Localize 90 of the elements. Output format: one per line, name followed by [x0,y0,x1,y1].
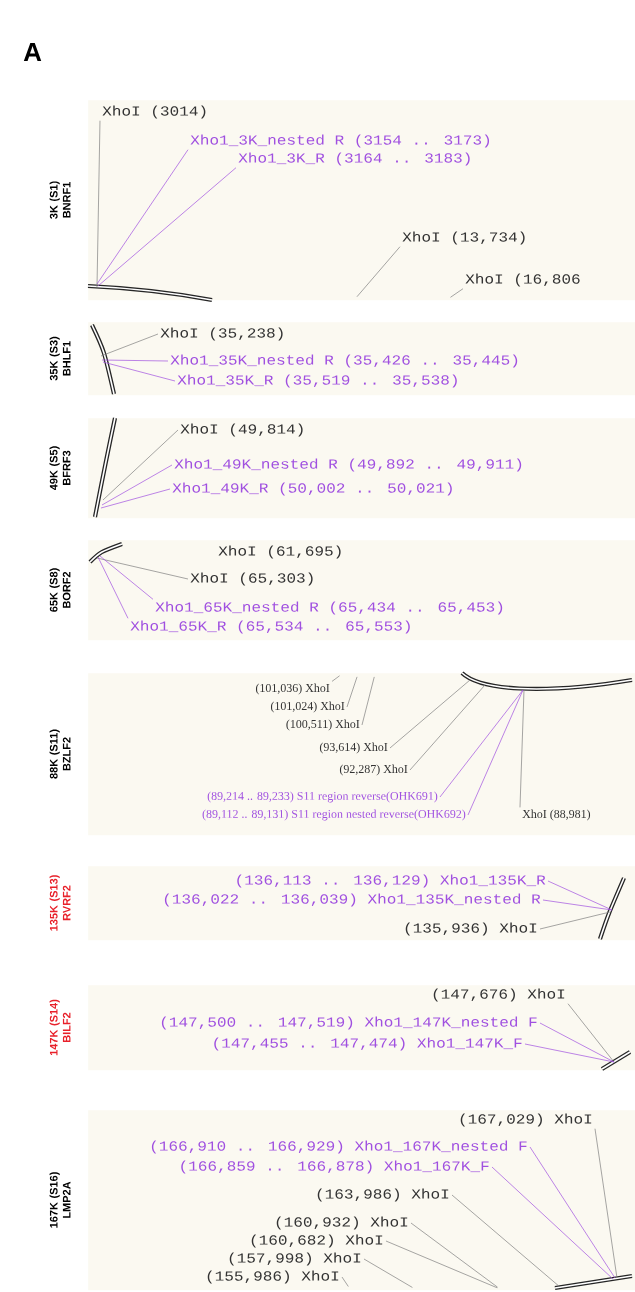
site-label: (100,511) XhoI [286,719,360,731]
track-label: 3K (S1) BNRF1 [49,181,71,219]
leader-line [102,429,179,501]
site-label: Xho1_3K_R (3164 .. 3183) [238,152,470,166]
leader-line [409,684,486,771]
leader-line [542,899,613,911]
site-label: (166,859 .. 166,878) Xho1_167K_F [181,1160,489,1174]
leader-line [450,288,464,298]
site-label: XhoI (61,695) [218,545,341,559]
leader-line [529,1146,616,1279]
genome-arc [88,542,123,564]
site-label: Xho1_65K_R (65,534 .. 65,553) [130,620,410,634]
site-label: (163,986) XhoI [317,1188,449,1202]
leader-line [539,911,611,930]
leader-line [594,1128,618,1279]
site-label: (167,029) XhoI [460,1113,592,1127]
site-label: Xho1_49K_R (50,002 .. 50,021) [172,482,452,496]
leader-line [519,689,525,808]
site-label: (157,998) XhoI [229,1252,361,1266]
genome-arc [460,671,633,691]
leader-line [385,1240,498,1289]
leader-line [539,1022,615,1063]
site-label: (147,500 .. 147,519) Xho1_147K_nested F [161,1016,537,1030]
site-label: XhoI (16,806 [465,273,580,287]
leader-line [97,167,237,287]
site-label: (89,214 .. 89,233) S11 region reverse(OHK691) [207,791,438,803]
leader-line [346,676,358,708]
leader-line [547,880,613,911]
genome-arc [600,1050,632,1071]
leader-line [467,689,524,816]
site-label: (136,113 .. 136,129) Xho1_135K_R [237,874,546,888]
site-label: XhoI (13,734) [402,231,525,245]
site-label: XhoI (88,981) [522,809,591,821]
leader-line [439,689,524,798]
track-label: 49K (S5) BFRF3 [49,446,71,491]
site-label: (166,910 .. 166,929) Xho1_167K_nested F [151,1140,527,1154]
site-label: (101,036) XhoI [255,683,330,695]
leader-line [100,488,171,509]
leader-line [356,246,401,298]
site-label: Xho1_35K_nested R (35,426 .. 35,445) [170,354,518,368]
panel-letter: A [23,43,42,61]
site-label: Xho1_65K_nested R (65,434 .. 65,453) [155,601,503,615]
leader-line [96,120,101,288]
track-label: 35K (S3) BHLF1 [49,336,71,381]
site-label: XhoI (35,238) [160,327,283,341]
site-label: (101,024) XhoI [270,701,345,713]
leader-line [97,556,129,619]
site-label: Xho1_35K_R (35,519 .. 35,538) [177,374,457,388]
site-label: (92,287) XhoI [339,764,408,776]
site-label: (147,455 .. 147,474) Xho1_147K_F [214,1037,522,1051]
site-label: (135,936) XhoI [405,922,537,936]
site-label: XhoI (65,303) [190,572,313,586]
leader-line [451,1194,561,1288]
leader-line [363,1258,413,1288]
genome-arc [90,324,117,395]
site-label: (160,932) XhoI [276,1216,408,1230]
leader-line [524,1043,615,1063]
leader-line [341,1276,349,1287]
leader-line [491,1166,614,1280]
track-label: 88K (S11) BZLF2 [49,729,71,779]
track-label: 65K (S8) BORF2 [49,568,71,612]
leader-line [102,361,176,382]
leader-line [361,676,375,726]
site-label: XhoI (3014) [102,105,206,119]
site-label: XhoI (49,814) [180,423,303,437]
leader-line [99,555,154,600]
track-label: 135K (S13) RVRF2 [49,875,71,931]
site-label: Xho1_3K_nested R (3154 .. 3173) [190,134,490,148]
genome-arc [92,417,118,518]
leader-line [389,679,471,749]
site-label: (160,682) XhoI [251,1234,383,1248]
leader-line [331,675,340,682]
leader-line [96,149,189,285]
site-label: (93,614) XhoI [319,742,388,754]
genome-arc [87,283,213,303]
genome-arc [598,877,626,940]
site-label: Xho1_49K_nested R (49,892 .. 49,911) [174,458,522,472]
leader-line [100,333,159,357]
site-label: (155,986) XhoI [207,1270,339,1284]
leader-line [101,359,169,362]
site-label: (147,676) XhoI [433,988,565,1002]
genome-arc [554,1273,633,1291]
site-label: (89,112 .. 89,131) S11 region nested reverse(OHK692) [202,809,466,821]
track-label: 147K (S14) BILF2 [49,999,71,1056]
leader-line [410,1222,498,1288]
leader-line [96,557,189,580]
leader-line [101,464,173,506]
track-label: 167K (S16) LMP2A [49,1172,71,1228]
site-label: (136,022 .. 136,039) Xho1_135K_nested R [164,893,541,907]
leader-line [567,1003,615,1063]
